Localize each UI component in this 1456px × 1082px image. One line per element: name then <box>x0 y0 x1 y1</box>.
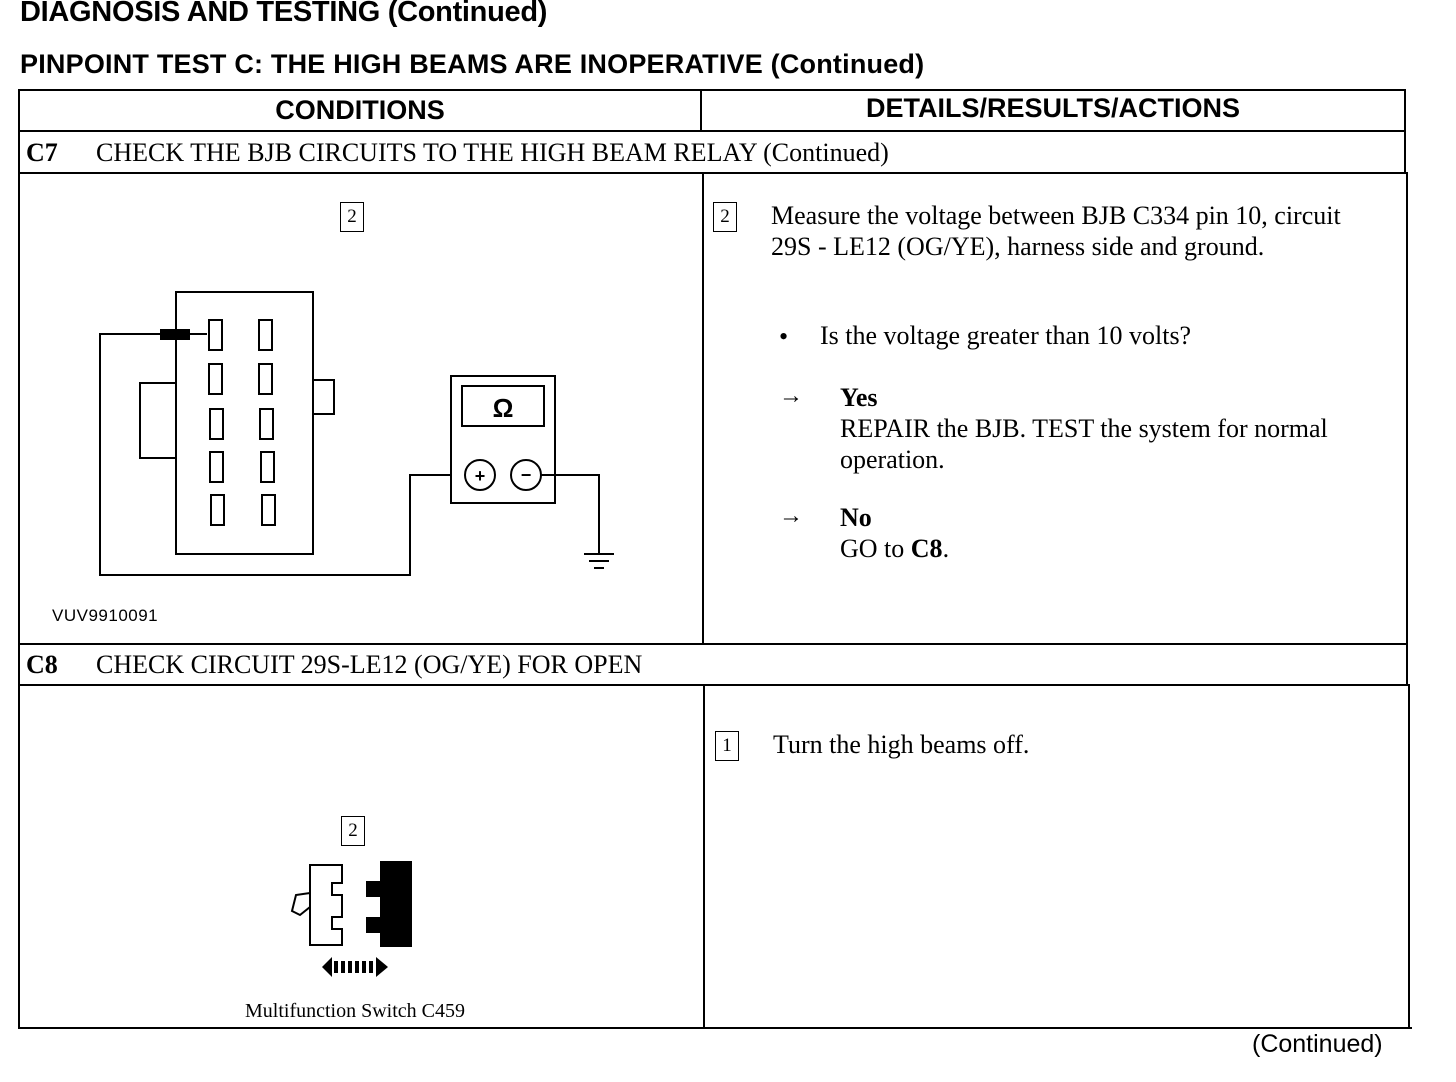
c8-title-bottom-border <box>18 684 1410 686</box>
table-right-border-mid <box>1406 172 1408 685</box>
step-title: CHECK CIRCUIT 29S-LE12 (OG/YE) FOR OPEN <box>96 650 643 679</box>
multimeter-icon <box>450 375 556 504</box>
conditions-column-header: CONDITIONS <box>275 95 445 125</box>
c7-column-divider <box>702 172 704 645</box>
yes-action: REPAIR the BJB. TEST the system for norm… <box>840 414 1328 474</box>
action-step-marker: 2 <box>713 202 737 232</box>
yes-label: Yes <box>840 383 878 412</box>
probe-tip-icon <box>160 329 190 340</box>
meter-symbol: Ω <box>493 393 514 423</box>
no-arrow-icon: → <box>779 503 803 529</box>
table-top-border <box>18 89 1406 91</box>
figure-caption: Multifunction Switch C459 <box>245 1000 465 1022</box>
table-left-border <box>18 89 20 1029</box>
step-code: C8 <box>26 650 58 679</box>
no-label: No <box>840 503 872 532</box>
table-bottom-border <box>18 1027 1412 1029</box>
c7-title-bottom-border <box>18 172 1406 174</box>
figure-step-marker: 2 <box>341 816 365 846</box>
c7-question: Is the voltage greater than 10 volts? <box>820 321 1192 350</box>
pinpoint-test-title: PINPOINT TEST C: THE HIGH BEAMS ARE INOP… <box>20 49 925 79</box>
yes-arrow-icon: → <box>779 383 803 409</box>
header-bottom-border <box>18 130 1406 132</box>
step-c7-title-row: C7 CHECK THE BJB CIRCUITS TO THE HIGH BEA… <box>26 138 889 168</box>
figure-step-marker: 2 <box>340 202 364 232</box>
table-right-border-top <box>1404 89 1406 174</box>
meter-minus-symbol: − <box>521 465 532 485</box>
disconnect-arrow-icon <box>322 957 388 977</box>
no-action-suffix: . <box>942 534 950 563</box>
details-column-header: DETAILS/RESULTS/ACTIONS <box>865 93 1240 123</box>
step-code: C7 <box>26 138 58 167</box>
multifunction-switch-connector-diagram <box>290 861 412 977</box>
table-right-border-bottom <box>1408 684 1410 1029</box>
connector-half-icon <box>290 864 343 946</box>
step-title: CHECK THE BJB CIRCUITS TO THE HIGH BEAM … <box>96 138 889 167</box>
action-step-marker: 1 <box>715 731 739 761</box>
continued-note: (Continued) <box>1252 1030 1383 1058</box>
header-column-divider <box>700 89 702 132</box>
c8-column-divider <box>703 684 705 1029</box>
no-answer: No GO to C8. <box>840 502 1360 564</box>
meter-plus-symbol: + <box>475 466 486 486</box>
step-c8-title-row: C8 CHECK CIRCUIT 29S-LE12 (OG/YE) FOR OPE… <box>26 650 642 680</box>
c8-instruction: Turn the high beams off. <box>773 730 1030 759</box>
bjb-connector-icon <box>175 291 314 555</box>
c7-body-bottom-border <box>18 643 1408 645</box>
bjb-voltage-test-diagram: Ω + − <box>99 291 614 576</box>
c7-instruction: Measure the voltage between BJB C334 pin… <box>771 201 1341 261</box>
no-action-target: C8 <box>910 534 943 563</box>
yes-answer: Yes REPAIR the BJB. TEST the system for … <box>840 382 1360 475</box>
no-action-prefix: GO to <box>840 534 911 563</box>
mating-connector-icon <box>366 861 412 947</box>
question-bullet: • <box>779 322 789 351</box>
section-heading: DIAGNOSIS AND TESTING (Continued) <box>20 0 548 28</box>
figure-id: VUV9910091 <box>52 606 159 625</box>
